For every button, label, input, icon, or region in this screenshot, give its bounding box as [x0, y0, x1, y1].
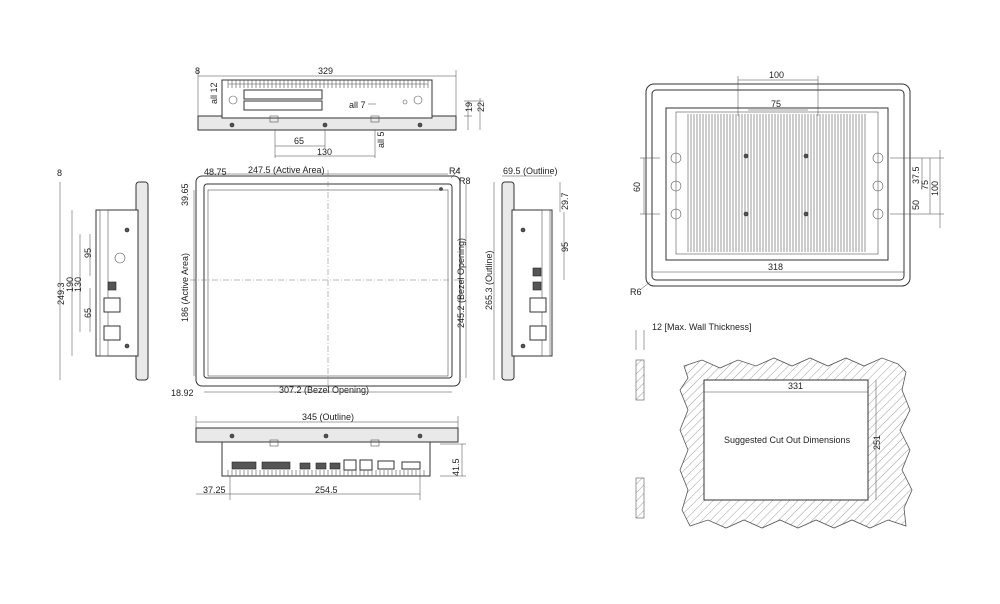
- front-active-w-label: 247.5 (Active Area): [248, 165, 325, 175]
- rear-d75v-label: 75: [920, 180, 930, 190]
- top-view: 329 8 all 12 all 7 all 5 19 22 65 130: [195, 66, 486, 158]
- rear-d100v-label: 100: [930, 181, 940, 196]
- top-all7-label: all 7: [349, 100, 366, 110]
- front-left-off-label: 48.75: [204, 167, 227, 177]
- top-all5-label: all 5: [376, 131, 386, 148]
- rear-d75-label: 75: [771, 99, 781, 109]
- front-r4-label: R4: [449, 166, 461, 176]
- left-h95-label: 95: [83, 248, 93, 258]
- front-active-h-label: 186 (Active Area): [180, 253, 190, 322]
- top-h19-label: 19: [464, 102, 474, 112]
- rear-d100-label: 100: [769, 70, 784, 80]
- top-d65-label: 65: [294, 136, 304, 146]
- front-r8-label: R8: [459, 176, 471, 186]
- front-bottom-off-label: 18.92: [171, 388, 194, 398]
- cutout-caption: Suggested Cut Out Dimensions: [724, 435, 851, 445]
- bottom-d37-label: 37.25: [203, 485, 226, 495]
- right-outline-w-label: 69.5 (Outline): [503, 166, 558, 176]
- top-d130-label: 130: [317, 147, 332, 157]
- cutout-h-label: 251: [872, 435, 882, 450]
- front-view: 247.5 (Active Area) 48.75 39.65 186 (Act…: [171, 165, 471, 398]
- top-side-label: 8: [195, 66, 200, 76]
- bottom-d254-label: 254.5: [315, 485, 338, 495]
- rear-d37-label: 37.5: [911, 166, 921, 184]
- cutout-wall-label: 12 [Max. Wall Thickness]: [652, 322, 752, 332]
- rear-d318-label: 318: [768, 262, 783, 272]
- rear-r6-label: R6: [630, 287, 642, 297]
- top-all12-label: all 12: [209, 82, 219, 104]
- rear-view: 100 75 60 37.5 75 100 50 318 R6: [630, 70, 944, 297]
- bottom-d41-label: 41.5: [451, 458, 461, 476]
- left-h190-label: 190: [65, 277, 75, 292]
- cutout-view: 12 [Max. Wall Thickness] 331 251 Suggest…: [635, 322, 913, 529]
- top-h22-label: 22: [476, 102, 486, 112]
- right-d95-label: 95: [560, 242, 570, 252]
- left-top-label: 8: [57, 168, 62, 178]
- top-width-label: 329: [318, 66, 333, 76]
- bottom-outline-label: 345 (Outline): [302, 412, 354, 422]
- rear-d60-label: 60: [632, 182, 642, 192]
- front-bezel-h-label: 245.2 (Bezel Opening): [456, 238, 466, 328]
- front-top-off-label: 39.65: [180, 183, 190, 206]
- left-h130-label: 130: [73, 277, 83, 292]
- right-outline-h-label: 265.3 (Outline): [484, 250, 494, 310]
- left-side-view: 8 249.3 190 130 95 65: [56, 168, 149, 381]
- right-side-view: 69.5 (Outline) 265.3 (Outline) 29.7 95: [484, 166, 570, 381]
- left-h249-label: 249.3: [56, 282, 66, 305]
- right-d29-label: 29.7: [560, 192, 570, 210]
- left-h65-label: 65: [83, 308, 93, 318]
- rear-d50-label: 50: [911, 200, 921, 210]
- front-bezel-w-label: 307.2 (Bezel Opening): [279, 385, 369, 395]
- bottom-view: 345 (Outline) 37.25 254.5 41.5: [195, 412, 466, 500]
- cutout-w-label: 331: [788, 381, 803, 391]
